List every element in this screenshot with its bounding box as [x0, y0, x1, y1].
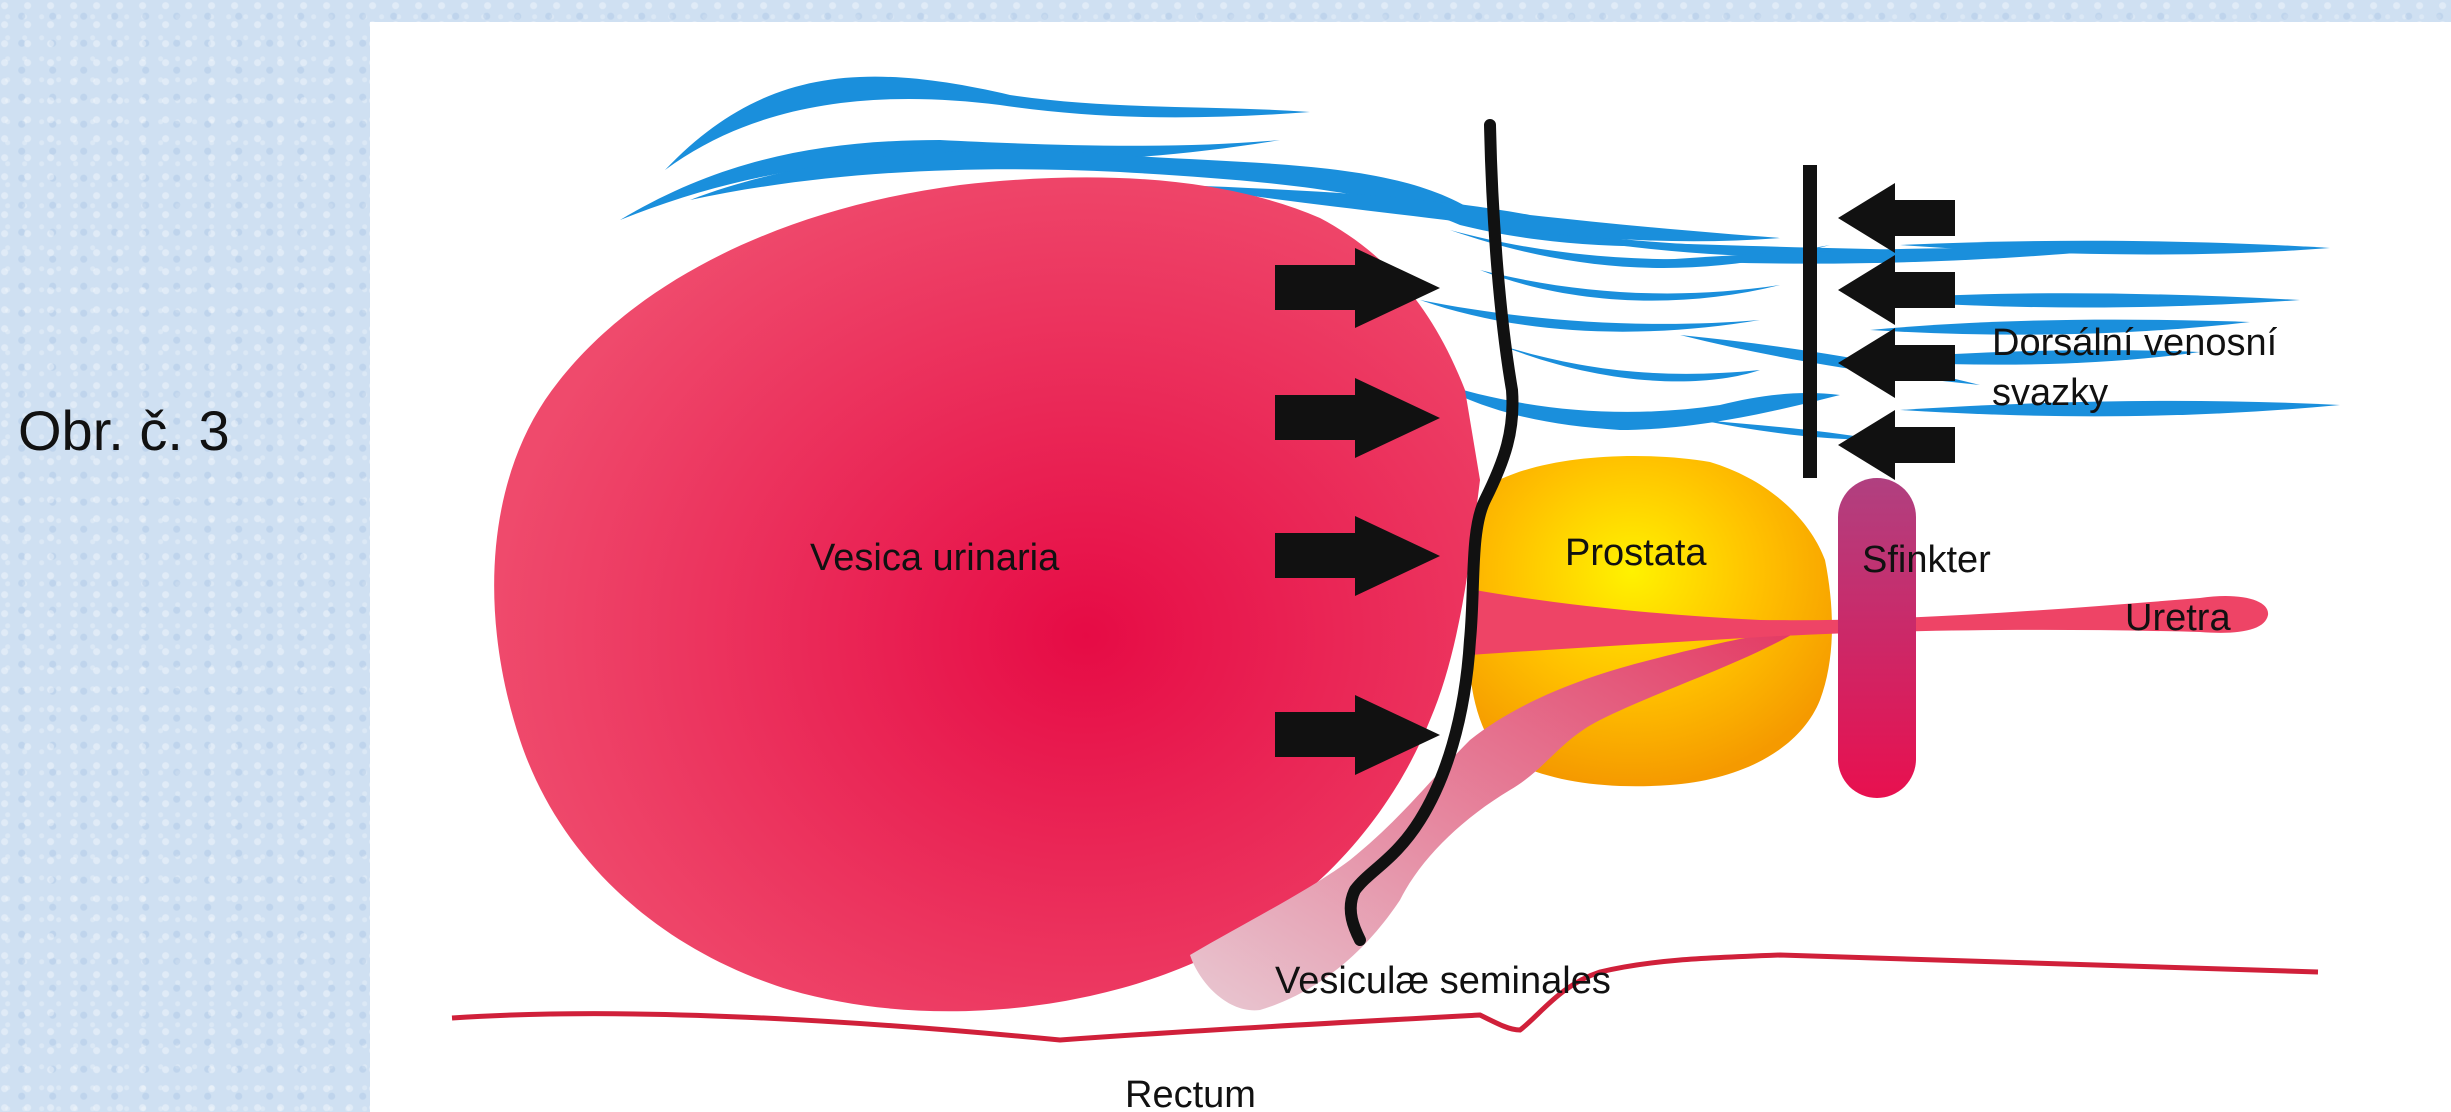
label-vesica-urinaria: Vesica urinaria: [810, 537, 1060, 579]
sphincter-shape: [1838, 478, 1916, 798]
label-rectum: Rectum: [1125, 1074, 1256, 1112]
arrow-left-icon: [1838, 328, 1955, 398]
label-dorsal-venous-line2: svazky: [1992, 372, 2108, 414]
label-dorsal-venous-line1: Dorsální venosní: [1992, 322, 2278, 364]
arrow-left-icon: [1838, 255, 1955, 325]
label-vesiculae-seminales: Vesiculæ seminales: [1275, 960, 1611, 1002]
arrow-left-icon: [1838, 183, 1955, 253]
arrow-left-icon: [1838, 410, 1955, 480]
label-prostata: Prostata: [1565, 532, 1707, 574]
label-sfinkter: Sfinkter: [1862, 539, 1991, 581]
label-uretra: Uretra: [2125, 597, 2231, 639]
